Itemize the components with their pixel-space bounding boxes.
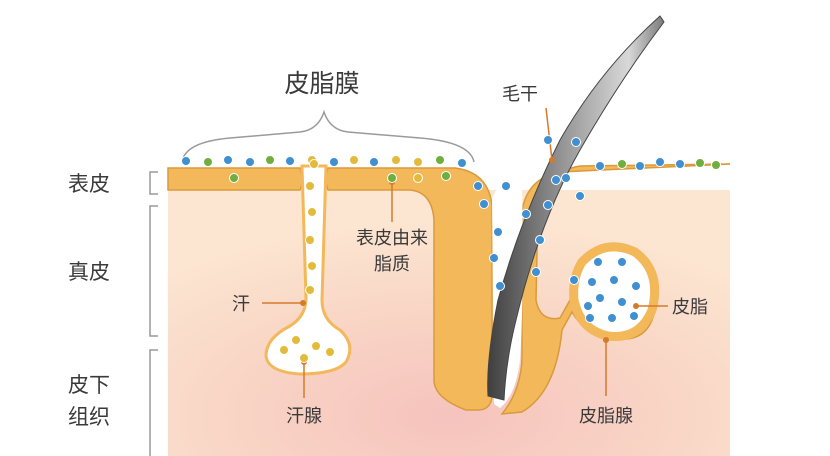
label-subcutaneous-2: 组织: [68, 405, 110, 429]
droplet: [369, 157, 379, 167]
droplet: [265, 155, 275, 165]
label-sebum-film: 皮脂膜: [284, 69, 359, 98]
droplet: [325, 347, 335, 357]
sebaceous-gland-pointer-dot: [603, 337, 609, 343]
droplet: [245, 157, 255, 167]
droplet: [203, 157, 213, 167]
droplet: [229, 173, 239, 183]
droplet: [587, 277, 597, 287]
droplet: [617, 159, 627, 169]
droplet: [493, 227, 503, 237]
droplet: [501, 181, 511, 191]
subcutaneous-bracket: [149, 349, 158, 456]
hair-shaft-pointer: [545, 107, 553, 161]
label-sebum: 皮脂: [672, 297, 708, 318]
droplet: [595, 293, 605, 303]
droplet: [435, 155, 445, 165]
label-sweat-gland: 汗腺: [286, 406, 322, 427]
droplet: [489, 253, 499, 263]
droplet: [305, 181, 315, 191]
droplet: [593, 257, 603, 267]
droplet: [495, 281, 505, 291]
epidermis-layer-middle: [325, 167, 493, 411]
droplet: [307, 207, 317, 217]
droplet: [387, 173, 397, 183]
droplet: [609, 275, 619, 285]
droplet: [473, 181, 483, 191]
droplet: [629, 311, 639, 321]
droplet: [413, 173, 423, 183]
hair-shaft: [487, 15, 665, 401]
droplet: [585, 313, 595, 323]
droplet: [307, 261, 317, 271]
label-sebaceous-gland: 皮脂腺: [579, 406, 633, 427]
label-epidermis: 表皮: [68, 172, 110, 196]
droplet: [575, 191, 585, 201]
sweat-gland: [264, 164, 352, 376]
droplet: [617, 257, 627, 267]
droplet: [531, 267, 541, 277]
label-sweat: 汗: [232, 294, 250, 315]
droplet: [309, 159, 319, 169]
droplet: [711, 160, 721, 170]
droplets-group: [181, 135, 721, 363]
droplet: [329, 157, 339, 167]
droplet: [285, 156, 295, 166]
droplet: [617, 297, 627, 307]
droplet: [305, 285, 315, 295]
droplet: [391, 155, 401, 165]
droplet: [535, 235, 545, 245]
sebum-pointer-dot: [633, 303, 639, 309]
droplet: [561, 173, 571, 183]
dermis-bracket: [149, 205, 158, 337]
droplet: [279, 345, 289, 355]
droplet: [349, 155, 359, 165]
label-subcutaneous-1: 皮下: [68, 373, 110, 397]
droplet: [413, 157, 423, 167]
droplet: [675, 159, 685, 169]
droplet: [311, 341, 321, 351]
sebaceous-gland: [569, 242, 660, 341]
droplet: [223, 155, 233, 165]
droplet: [457, 158, 467, 168]
label-dermis: 真皮: [68, 260, 110, 284]
droplet: [441, 171, 451, 181]
droplet: [521, 209, 531, 219]
droplet: [543, 200, 553, 210]
droplet: [181, 156, 191, 166]
droplet: [583, 301, 593, 311]
droplet: [291, 335, 301, 345]
droplet: [635, 161, 645, 171]
droplet: [551, 175, 561, 185]
droplet: [305, 235, 315, 245]
hair-shaft-pointer-dot: [549, 157, 555, 163]
droplet: [479, 199, 489, 209]
sebum-film-bracket: [181, 109, 475, 163]
epidermis-bracket: [149, 171, 158, 195]
label-hair-shaft: 毛干: [502, 84, 538, 105]
droplet: [607, 313, 617, 323]
droplet: [571, 137, 581, 147]
label-epidermal-lipid-1: 表皮由来: [356, 228, 428, 249]
droplet: [695, 158, 705, 168]
droplet: [543, 135, 553, 145]
droplet: [595, 161, 605, 171]
droplet: [569, 275, 579, 285]
sweat-pointer-dot: [300, 300, 306, 306]
droplet: [299, 353, 309, 363]
label-epidermal-lipid-2: 脂质: [374, 254, 410, 275]
droplet: [655, 157, 665, 167]
droplet: [631, 281, 641, 291]
